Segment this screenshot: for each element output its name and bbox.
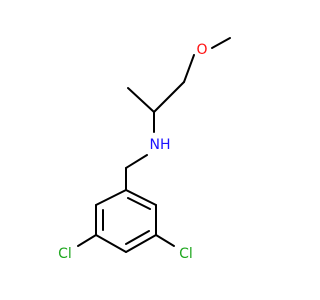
ring-bond-bottom-right	[125, 234, 157, 253]
ring-bond-top-right	[125, 189, 157, 206]
ring-bond-top-left	[95, 189, 127, 206]
ring-double-bond-bottom	[125, 230, 150, 245]
bond-n-benzyl	[125, 154, 148, 169]
bond-oxygen-ch2	[183, 54, 195, 83]
oxygen-atom-label: O	[196, 42, 207, 58]
bond-ch2-ch	[153, 81, 185, 113]
bond-ch-methyl	[127, 87, 155, 113]
bond-methyl-oxygen	[211, 37, 231, 49]
molecule-structure: O NH Cl Cl	[58, 37, 231, 262]
molecule-canvas: O NH Cl Cl	[58, 37, 231, 262]
bond-ring-chlorine-left	[77, 234, 97, 247]
ring-double-bond-top-right	[127, 197, 151, 210]
chlorine-left-label: Cl	[58, 246, 72, 262]
bond-ring-chlorine-right	[155, 234, 175, 247]
ring-bond-bottom-left	[95, 234, 127, 253]
chlorine-right-label: Cl	[179, 246, 193, 262]
nitrogen-atom-label: NH	[150, 137, 171, 153]
